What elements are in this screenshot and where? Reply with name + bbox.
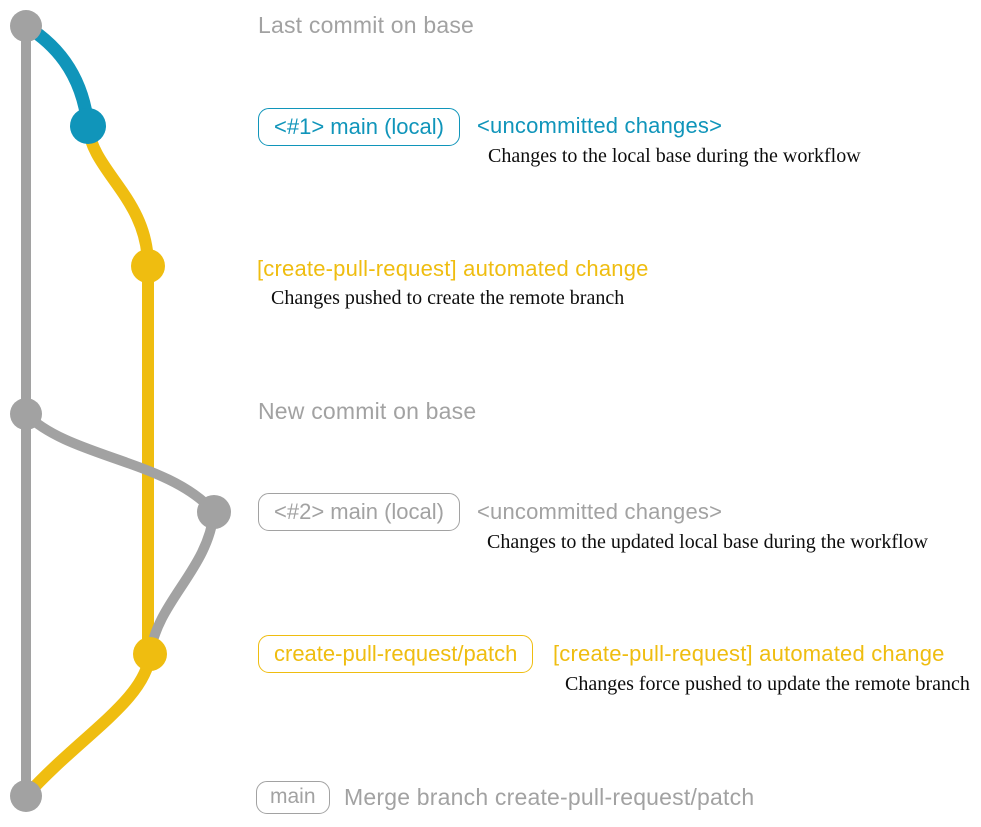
annotation-last-commit-on-base: Last commit on base [258,12,475,38]
annotation-automated-change-1: [create-pull-request] automated change [257,256,649,281]
description-uncommitted-changes-1: Changes to the local base during the wor… [488,145,861,167]
annotation-automated-change-2: [create-pull-request] automated change [553,641,945,666]
edge-local-main-2 [21,409,220,659]
annotation-uncommitted-changes-1: <uncommitted changes> [477,113,723,138]
commit-node-local-1 [70,108,106,144]
description-uncommitted-changes-2: Changes to the updated local base during… [487,531,928,553]
branch-label-main: main [256,781,330,814]
edge-merge-to-base [20,648,156,802]
commit-node-last-base [10,10,42,42]
annotation-new-commit-on-base: New commit on base [258,398,477,424]
commit-node-automated-2 [133,637,167,671]
annotation-uncommitted-changes-2: <uncommitted changes> [477,499,723,524]
branch-label-main-local-1: <#1> main (local) [258,108,460,146]
annotation-merge-message: Merge branch create-pull-request/patch [344,784,755,810]
git-graph-svg [10,10,231,812]
description-automated-change-1: Changes pushed to create the remote bran… [271,287,625,309]
commit-node-automated-1 [131,249,165,283]
edge-remote-branch-1 [82,120,154,660]
branch-label-main-local-2: <#2> main (local) [258,493,460,531]
commit-node-local-2 [197,495,231,529]
branch-label-create-pull-request-patch: create-pull-request/patch [258,635,534,673]
commit-node-merge [10,780,42,812]
commit-node-new-base [10,398,42,430]
description-automated-change-2: Changes force pushed to update the remot… [565,673,970,695]
